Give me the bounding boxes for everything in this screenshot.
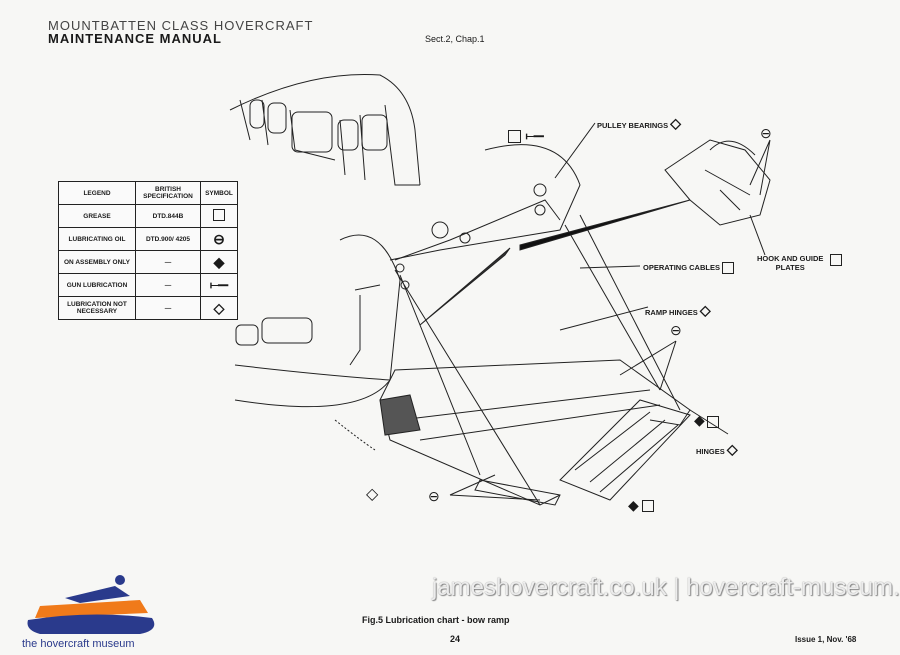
square-icon <box>508 130 521 144</box>
filled-diamond-icon: ◆ <box>628 497 639 513</box>
callout-ramp-hinges: RAMP HINGES ◇ <box>645 302 711 319</box>
legend-spec: DTD.900/ 4205 <box>135 227 201 251</box>
filled-diamond-icon: ◆ <box>200 250 238 274</box>
legend-row: LUBRICATING OIL DTD.900/ 4205 ⊖ <box>58 227 238 251</box>
filled-diamond-icon: ◆ <box>694 412 705 428</box>
open-diamond-icon: ◇ <box>726 441 738 457</box>
label-hook-guide: HOOK AND GUIDE <box>757 254 824 263</box>
legend-spec: — <box>135 273 201 297</box>
legend-row: ON ASSEMBLY ONLY — ◆ <box>58 250 238 274</box>
open-diamond-icon: ◇ <box>366 486 379 503</box>
label-ramp-hinges: RAMP HINGES <box>645 308 698 317</box>
legend-spec: — <box>135 250 201 274</box>
header-legend: LEGEND <box>58 181 136 205</box>
callout-operating-cables: OPERATING CABLES <box>643 262 735 274</box>
legend-row: GUN LUBRICATION — ⟝━ <box>58 273 238 297</box>
legend-name: GREASE <box>58 204 136 228</box>
circle-bar-icon: ⊖ <box>670 322 682 338</box>
header-symbol: SYMBOL <box>200 181 238 205</box>
manual-series-title: MOUNTBATTEN CLASS HOVERCRAFT <box>48 18 314 33</box>
issue-date: Issue 1, Nov. '68 <box>795 635 857 644</box>
legend-table: LEGEND BRITISH SPECIFICATION SYMBOL GREA… <box>58 181 238 320</box>
square-icon <box>722 262 735 274</box>
museum-logo-text: the hovercraft museum <box>22 638 135 650</box>
callout-gun-lubrication: ⟝━ <box>508 128 544 146</box>
square-icon <box>830 254 842 266</box>
legend-header-row: LEGEND BRITISH SPECIFICATION SYMBOL <box>58 181 238 205</box>
label-hinges: HINGES <box>696 447 725 456</box>
legend-row: GREASE DTD.844B <box>58 204 238 228</box>
label-pulley-bearings: PULLEY BEARINGS <box>597 121 669 130</box>
figure-caption: Fig.5 Lubrication chart - bow ramp <box>362 615 510 625</box>
legend-name: LUBRICATION NOT NECESSARY <box>58 296 136 320</box>
open-diamond-icon: ◇ <box>670 115 681 131</box>
callout-pulley-bearings: PULLEY BEARINGS ◇ <box>597 115 681 132</box>
open-diamond-icon: ◇ <box>200 296 238 320</box>
label-operating-cables: OPERATING CABLES <box>643 262 720 272</box>
square-icon <box>213 209 225 221</box>
legend-name: GUN LUBRICATION <box>58 273 136 297</box>
header-spec: BRITISH SPECIFICATION <box>135 181 201 205</box>
square-icon <box>707 416 719 428</box>
legend-spec: DTD.844B <box>135 204 201 228</box>
callout-hinges: HINGES ◇ <box>696 441 738 458</box>
watermark: jameshovercraft.co.uk | hovercraft-museu… <box>432 574 900 601</box>
section-reference: Sect.2, Chap.1 <box>425 34 485 44</box>
grease-gun-icon: ⟝━ <box>200 273 238 297</box>
circle-bar-icon: ⊖ <box>760 125 772 141</box>
circle-bar-icon: ⊖ <box>428 488 440 504</box>
legend-row: LUBRICATION NOT NECESSARY — ◇ <box>58 296 238 320</box>
square-icon <box>642 500 654 512</box>
grease-gun-icon: ⟝━ <box>525 131 544 143</box>
hovercraft-museum-logo <box>27 575 155 634</box>
legend-name: LUBRICATING OIL <box>58 227 136 251</box>
legend-name: ON ASSEMBLY ONLY <box>58 250 136 274</box>
circle-bar-icon: ⊖ <box>200 227 238 251</box>
legend-spec: — <box>135 296 201 320</box>
label-plates: PLATES <box>775 263 805 272</box>
manual-title: MAINTENANCE MANUAL <box>48 31 222 46</box>
page-number: 24 <box>450 634 461 644</box>
open-diamond-icon: ◇ <box>699 302 711 318</box>
